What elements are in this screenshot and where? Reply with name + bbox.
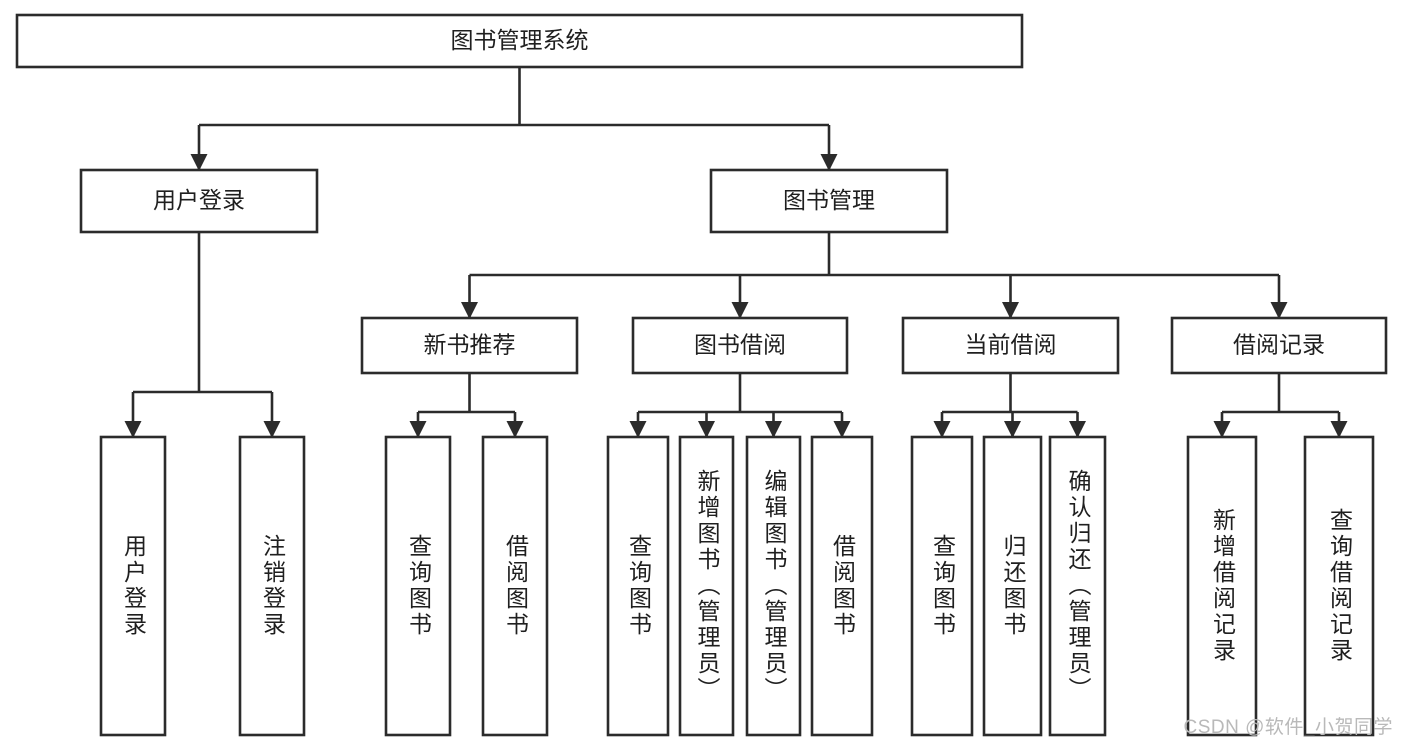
node-label-root: 图书管理系统	[451, 27, 589, 53]
node-box-leaf-borrow-book[interactable]	[810, 435, 874, 737]
book-borrow-to-leaves-arrowhead-3	[833, 421, 851, 438]
borrow-record-to-leaves-arrowhead-0	[1213, 421, 1231, 438]
node-box-leaf-return-book[interactable]	[982, 435, 1043, 737]
book-borrow-to-leaves-arrowhead-2	[765, 421, 782, 438]
book-manage-to-level3-arrowhead-0	[461, 302, 478, 319]
book-borrow-to-leaves-arrowhead-1	[698, 421, 715, 438]
node-box-root[interactable]	[15, 13, 1024, 69]
node-label-current-borrow: 当前借阅	[965, 332, 1057, 358]
new-book-recommend-to-leaves-arrowhead-0	[409, 421, 427, 438]
current-borrow-to-leaves-arrowhead-1	[1004, 421, 1021, 438]
book-manage-to-level3-arrowhead-2	[1002, 302, 1019, 319]
borrow-record-to-leaves-arrowhead-1	[1330, 421, 1348, 438]
root-to-level2-arrowhead-1	[820, 154, 838, 171]
node-label-book-borrow: 图书借阅	[694, 332, 786, 358]
node-box-leaf-logout-login[interactable]	[238, 435, 306, 737]
node-box-leaf-edit-book-admin[interactable]	[745, 435, 802, 737]
node-box-leaf-query-book-borrow[interactable]	[606, 435, 670, 737]
book-manage-to-level3-arrowhead-3	[1270, 302, 1288, 319]
node-box-group	[15, 13, 1388, 737]
node-box-leaf-borrow-book-rec[interactable]	[481, 435, 549, 737]
node-box-book-borrow[interactable]	[631, 316, 849, 375]
book-borrow-to-leaves-arrowhead-0	[629, 421, 647, 438]
node-box-borrow-record[interactable]	[1170, 316, 1388, 375]
node-label-book-manage: 图书管理	[783, 187, 875, 213]
node-label-borrow-record: 借阅记录	[1233, 332, 1325, 358]
node-box-new-book-recommend[interactable]	[360, 316, 579, 375]
node-box-leaf-query-borrow-record[interactable]	[1303, 435, 1375, 737]
user-login-to-leaves-arrowhead-0	[124, 421, 142, 438]
node-box-leaf-add-book-admin[interactable]	[678, 435, 735, 737]
node-box-current-borrow[interactable]	[901, 316, 1120, 375]
connector-group	[124, 67, 1348, 438]
node-box-leaf-add-borrow-record[interactable]	[1186, 435, 1258, 737]
node-box-user-login[interactable]	[79, 168, 319, 234]
current-borrow-to-leaves-arrowhead-2	[1069, 421, 1086, 438]
watermark-text: CSDN @软件_小贺同学	[1183, 717, 1393, 738]
node-label-user-login: 用户登录	[153, 187, 245, 213]
node-box-book-manage[interactable]	[709, 168, 949, 234]
node-box-leaf-confirm-return-admin[interactable]	[1048, 435, 1107, 737]
current-borrow-to-leaves-arrowhead-0	[933, 421, 951, 438]
node-box-leaf-query-book-cur[interactable]	[910, 435, 974, 737]
node-label-new-book-recommend: 新书推荐	[424, 332, 516, 358]
node-box-leaf-user-login[interactable]	[99, 435, 167, 737]
root-to-level2-arrowhead-0	[190, 154, 208, 171]
user-login-to-leaves-arrowhead-1	[263, 421, 281, 438]
new-book-recommend-to-leaves-arrowhead-1	[506, 421, 524, 438]
node-box-leaf-query-book-rec[interactable]	[384, 435, 452, 737]
book-manage-to-level3-arrowhead-1	[731, 302, 749, 319]
